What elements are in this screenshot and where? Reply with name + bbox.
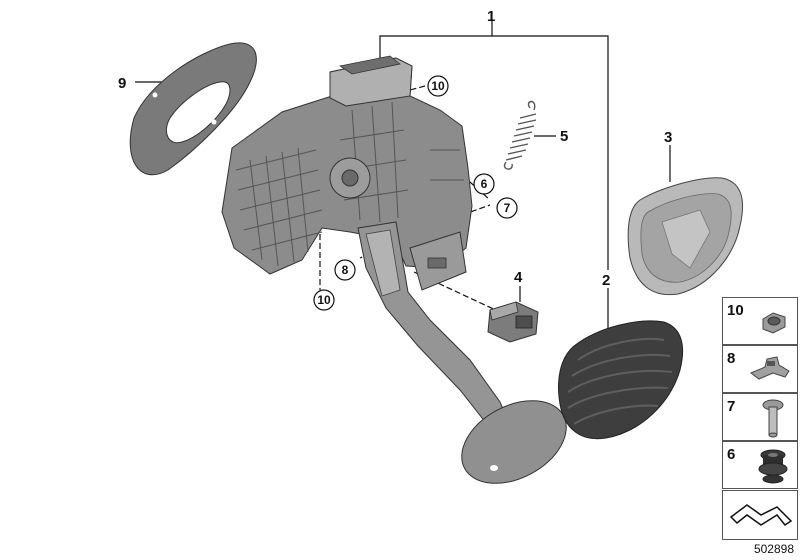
spring-part <box>503 100 537 170</box>
callout-7: 7 <box>504 201 511 215</box>
circle-10b <box>313 289 335 311</box>
circled-callout-labels: 10 6 7 8 10 <box>317 79 510 307</box>
legend-item-6: 6 <box>722 441 798 489</box>
callout-4: 4 <box>514 269 523 286</box>
legend-number: 7 <box>727 398 736 415</box>
circle-6 <box>473 173 495 195</box>
callout-5: 5 <box>560 128 568 145</box>
callout-labels: 1 2 3 4 5 9 <box>118 8 672 289</box>
callout-10b: 10 <box>317 293 331 307</box>
diagram-id: 502898 <box>753 542 794 556</box>
circle-7 <box>496 197 518 219</box>
circle-10a <box>427 75 449 97</box>
clip-icon <box>750 356 790 380</box>
gasket-part <box>129 42 257 176</box>
legend-item-7: 7 <box>722 393 798 441</box>
legend-number: 8 <box>727 350 736 367</box>
sensor-part <box>487 301 539 343</box>
callout-1: 1 <box>487 8 495 25</box>
pedal-bracket-part <box>221 55 473 291</box>
grommet-icon <box>758 449 788 484</box>
legend-item-10: 10 <box>722 297 798 345</box>
callout-9: 9 <box>118 75 126 92</box>
callout-8: 8 <box>342 263 349 277</box>
rivet-icon <box>762 399 784 438</box>
callout-10a: 10 <box>431 79 445 93</box>
pedal-pad-part <box>558 320 684 440</box>
pedal-cover-part <box>627 177 743 296</box>
nut-icon <box>762 312 786 334</box>
callout-6: 6 <box>481 177 488 191</box>
circle-8 <box>334 259 356 281</box>
legend-item-shape <box>722 490 798 540</box>
view-arrow-icon <box>729 504 793 527</box>
callout-2: 2 <box>602 272 610 289</box>
legend-number: 10 <box>727 302 744 319</box>
callout-3: 3 <box>664 129 672 146</box>
pedal-arm-part <box>357 221 567 484</box>
legend-item-8: 8 <box>722 345 798 393</box>
legend-number: 6 <box>727 446 736 463</box>
circled-callouts <box>313 75 518 311</box>
